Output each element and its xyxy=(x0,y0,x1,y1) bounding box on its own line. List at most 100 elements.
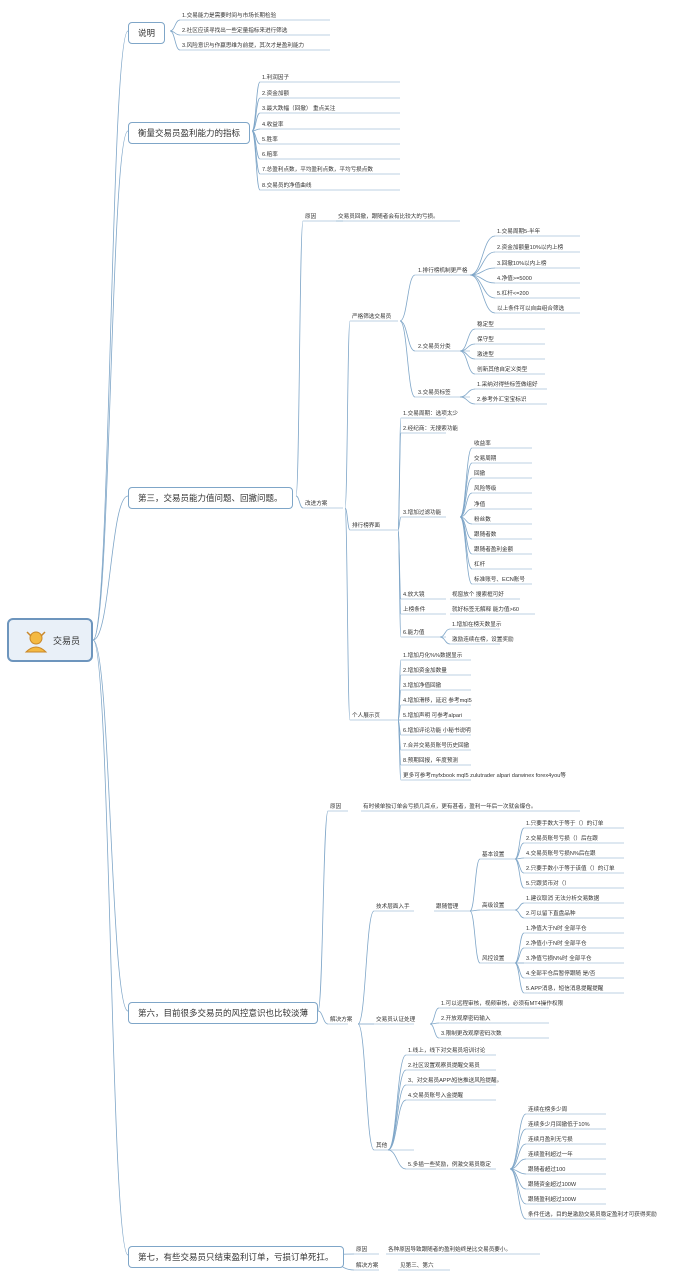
other-item[interactable]: 1.线上，线下对交易员培训讨论 xyxy=(408,1048,486,1054)
b6-plan-label[interactable]: 解决方案 xyxy=(330,1017,353,1023)
b1-item[interactable]: 1.交易能力是需要时间与市场长期检验 xyxy=(182,13,277,19)
personal-item[interactable]: 3.增加净值回撤 xyxy=(403,683,442,689)
rank-item[interactable]: 1.交易周期：选项太少 xyxy=(403,411,459,417)
cond-label[interactable]: 上榜条件 xyxy=(403,607,426,613)
risk-item[interactable]: 2.净值小于N时 全部平仓 xyxy=(526,941,587,947)
personal-item[interactable]: 7.合并交易员账号历史回撤 xyxy=(403,743,470,749)
risk-item[interactable]: 4.全部平仓后暂停跟随 是/否 xyxy=(526,971,596,977)
b2-item[interactable]: 2.资金加额 xyxy=(262,91,290,97)
filter-item[interactable]: 标准账号、ECN账号 xyxy=(474,577,525,583)
rank-item[interactable]: 2.经纪商：无搜索功能 xyxy=(403,426,459,432)
adv-item[interactable]: 1.建议取消 无法分析交易数据 xyxy=(526,896,600,902)
g2-item[interactable]: 稳定型 xyxy=(477,322,494,328)
strict-label[interactable]: 严格筛选交易员 xyxy=(352,314,392,320)
reward-label[interactable]: 5.多插一些奖励，例激交易员稳定 xyxy=(408,1162,491,1168)
filter-item[interactable]: 风险等级 xyxy=(474,486,497,492)
b2-item[interactable]: 1.利润因子 xyxy=(262,75,290,81)
other-label[interactable]: 其他 xyxy=(376,1143,388,1149)
filter-item[interactable]: 收益率 xyxy=(474,441,491,447)
b6-reason-label[interactable]: 原因 xyxy=(330,804,342,810)
branch-explanation[interactable]: 说明 xyxy=(128,22,166,44)
branch-seventh[interactable]: 第七，有些交易员只结束盈利订单，亏损订单死扛。 xyxy=(128,1246,344,1268)
b2-item[interactable]: 6.赔率 xyxy=(262,152,278,158)
g1-item[interactable]: 4.净值>=5000 xyxy=(497,276,532,282)
g1-item[interactable]: 以上条件可以自由组合筛选 xyxy=(497,306,565,312)
reward-item[interactable]: 连续在榜多少周 xyxy=(528,1107,568,1113)
filter-label[interactable]: 3.增加过滤功能 xyxy=(403,510,442,516)
b2-item[interactable]: 4.收益率 xyxy=(262,122,284,128)
reward-item[interactable]: 连续多少月回撤低于10% xyxy=(528,1122,590,1128)
b2-item[interactable]: 5.胜率 xyxy=(262,137,278,143)
g2-item[interactable]: 保守型 xyxy=(477,337,494,343)
g2-item[interactable]: 创新其他自定义类型 xyxy=(477,367,528,373)
branch-sixth[interactable]: 第六，目前很多交易员的风控意识也比较淡薄 xyxy=(128,1002,319,1024)
ability-item[interactable]: 1.增加在榜天数显示 xyxy=(452,622,502,628)
reward-item[interactable]: 跟随者超过100 xyxy=(528,1167,566,1173)
root-node[interactable]: 交易员 xyxy=(7,618,93,662)
basic-label[interactable]: 基本设置 xyxy=(482,852,505,858)
basic-item[interactable]: 1.只要手数大于等于（）的订单 xyxy=(526,821,604,827)
g1-item[interactable]: 3.回撤10%以内上榜 xyxy=(497,261,547,267)
personal-item[interactable]: 2.增加资金加数量 xyxy=(403,668,447,674)
adv-item[interactable]: 2.可以留下直盘品种 xyxy=(526,911,576,917)
filter-item[interactable]: 跟随者盈利金额 xyxy=(474,547,514,553)
filter-item[interactable]: 净值 xyxy=(474,502,486,508)
cert-item[interactable]: 3.限制更改观摩密码次数 xyxy=(441,1031,502,1037)
g2-item[interactable]: 激进型 xyxy=(477,352,494,358)
reward-item[interactable]: 连续盈利超过一年 xyxy=(528,1152,573,1158)
adv-label[interactable]: 高级设置 xyxy=(482,903,505,909)
zoom-text[interactable]: 视窗放个 搜索框可好 xyxy=(452,592,504,598)
personal-item[interactable]: 5.增加声明 可参考alpari xyxy=(403,713,463,719)
g1-item[interactable]: 2.资金加额量10%以内上榜 xyxy=(497,245,564,251)
strict-g1-label[interactable]: 1.排行榜机制更严格 xyxy=(418,268,468,274)
personal-item[interactable]: 更多可参考myfxbook mql5 zulutrader alpari dar… xyxy=(403,773,566,779)
b1-item[interactable]: 3.风险意识与作赢思维为前提，其次才是盈利能力 xyxy=(182,43,305,49)
reward-item[interactable]: 跟随盈利超过100W xyxy=(528,1197,577,1203)
branch-third[interactable]: 第三，交易员能力值问题、回撤问题。 xyxy=(128,487,293,509)
b6-reason-text[interactable]: 有时候单独订单会亏损几百点，更有甚者，盈利一年后一次就会爆仓。 xyxy=(363,804,537,810)
risk-item[interactable]: 3.净值亏损N%时 全部平仓 xyxy=(526,956,592,962)
b3-reason-text[interactable]: 交易员回撤，跟随者会有比较大的亏损。 xyxy=(338,214,439,220)
g3-item[interactable]: 2.参考外汇宝宝标识 xyxy=(477,397,527,403)
b1-item[interactable]: 2.社区应该寻找出一些定量指标来进行筛选 xyxy=(182,28,288,34)
basic-item[interactable]: 4.交易员账号亏损N%后在跟 xyxy=(526,851,596,857)
rank-label[interactable]: 排行榜界面 xyxy=(352,523,380,529)
personal-item[interactable]: 6.增加评论功能 小秘书说明 xyxy=(403,728,471,734)
b2-item[interactable]: 3.最大跌幅（回撤） 重点关注 xyxy=(262,106,336,112)
risk-item[interactable]: 5.APP消息，短信消息提醒提醒 xyxy=(526,986,604,992)
cond-text[interactable]: 就好标签无解释 能力值>60 xyxy=(452,607,519,613)
filter-item[interactable]: 粉丝数 xyxy=(474,517,491,523)
zoom-label[interactable]: 4.放大镜 xyxy=(403,592,425,598)
b7-reason-label[interactable]: 原因 xyxy=(356,1247,368,1253)
ability-item[interactable]: 激励连续在榜，设置奖励 xyxy=(452,637,514,643)
other-item[interactable]: 2.社区设置观察员提醒交易员 xyxy=(408,1063,480,1069)
tech-label[interactable]: 技术层面入手 xyxy=(376,904,410,910)
b3-plan-label[interactable]: 改进方案 xyxy=(305,501,328,507)
personal-item[interactable]: 4.增加滑移，延迟 参考mql5 xyxy=(403,698,472,704)
personal-label[interactable]: 个人展示页 xyxy=(352,713,380,719)
g1-item[interactable]: 1.交易周期5-半年 xyxy=(497,229,541,235)
branch-indicators[interactable]: 衡量交易员盈利能力的指标 xyxy=(128,122,251,144)
cert-label[interactable]: 交易员认证处理 xyxy=(376,1017,416,1023)
ability-label[interactable]: 6.能力值 xyxy=(403,630,425,636)
b3-reason-label[interactable]: 原因 xyxy=(305,214,317,220)
basic-item[interactable]: 2.只要手数小于等于该值（）的订单 xyxy=(526,866,615,872)
b2-item[interactable]: 8.交易员的净值曲线 xyxy=(262,183,312,189)
b7-reason-text[interactable]: 各种原因导致跟随者的盈利始终是比交易员要小。 xyxy=(388,1247,512,1253)
g1-item[interactable]: 5.杠杆<=200 xyxy=(497,291,529,297)
personal-item[interactable]: 1.增加月化%%数据显示 xyxy=(403,653,463,659)
follow-label[interactable]: 跟随管理 xyxy=(436,904,459,910)
reward-item[interactable]: 连续月盈利无亏损 xyxy=(528,1137,573,1143)
risk-item[interactable]: 1.净值大于N时 全部平仓 xyxy=(526,926,587,932)
b7-plan-text[interactable]: 见第三、第六 xyxy=(400,1263,434,1269)
other-item[interactable]: 3、对交易员APP\短信推送风险提醒。 xyxy=(408,1078,503,1084)
g3-item[interactable]: 1.采纳对得些标签做组好 xyxy=(477,382,538,388)
filter-item[interactable]: 杠杆 xyxy=(474,562,486,568)
basic-item[interactable]: 5.只跟货币对（） xyxy=(526,881,570,887)
reward-item[interactable]: 条件任选，目的是激励交易员稳定盈利才可获得奖励 xyxy=(528,1212,657,1218)
other-item[interactable]: 4.交易员账号入金提醒 xyxy=(408,1093,464,1099)
b2-item[interactable]: 7.总盈利点数，平均盈利点数，平均亏损点数 xyxy=(262,167,373,173)
personal-item[interactable]: 8.预期回报，年度预测 xyxy=(403,758,459,764)
b7-plan-label[interactable]: 解决方案 xyxy=(356,1263,379,1269)
basic-item[interactable]: 2.交易员账号亏损（）后在跟 xyxy=(526,836,598,842)
